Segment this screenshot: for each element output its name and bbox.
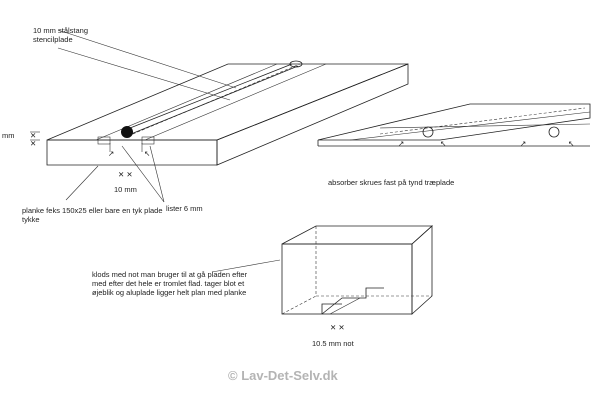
label-absorber: absorber skrues fast på tynd træplade (328, 178, 454, 187)
block-figure: ✕ ✕ (211, 225, 434, 332)
label-not: 10.5 mm not (312, 339, 355, 348)
label-rod: 10 mm stålstang (33, 26, 88, 35)
label-klods-1: klods med not man bruger til at gå plade… (92, 270, 248, 279)
svg-text:↖: ↖ (144, 149, 150, 158)
svg-text:✕ ✕: ✕ ✕ (330, 323, 345, 332)
label-klods-2: med efter det hele er tromlet flad. tage… (92, 279, 245, 288)
label-klods-3: øjeblik og aluplade ligger helt plan med… (92, 288, 246, 297)
svg-text:↗: ↗ (398, 139, 404, 148)
svg-text:✕: ✕ (30, 131, 36, 140)
svg-text:↗: ↗ (520, 139, 526, 148)
svg-text:↗: ↗ (108, 149, 114, 158)
label-lister: lister 6 mm (166, 204, 203, 213)
label-plank-2: tykke (22, 215, 40, 224)
svg-text:✕: ✕ (30, 139, 36, 148)
label-ten-mm: 10 mm (114, 185, 137, 194)
svg-text:✕ ✕: ✕ ✕ (118, 170, 133, 179)
plank-figure: ↗ ↖ ✕ ✕ ✕ ✕ (30, 60, 409, 179)
watermark: © Lav-Det-Selv.dk (228, 368, 339, 383)
label-mm-left: mm (2, 131, 15, 140)
label-plank-1: planke feks 150x25 eller bare en tyk pla… (22, 206, 163, 215)
leaders-plank (57, 29, 237, 203)
svg-text:↖: ↖ (568, 139, 574, 148)
label-stencil: stencilplade (33, 35, 73, 44)
absorber-figure: ↗ ↖ ↗ ↖ (317, 103, 591, 148)
svg-text:↖: ↖ (440, 139, 446, 148)
